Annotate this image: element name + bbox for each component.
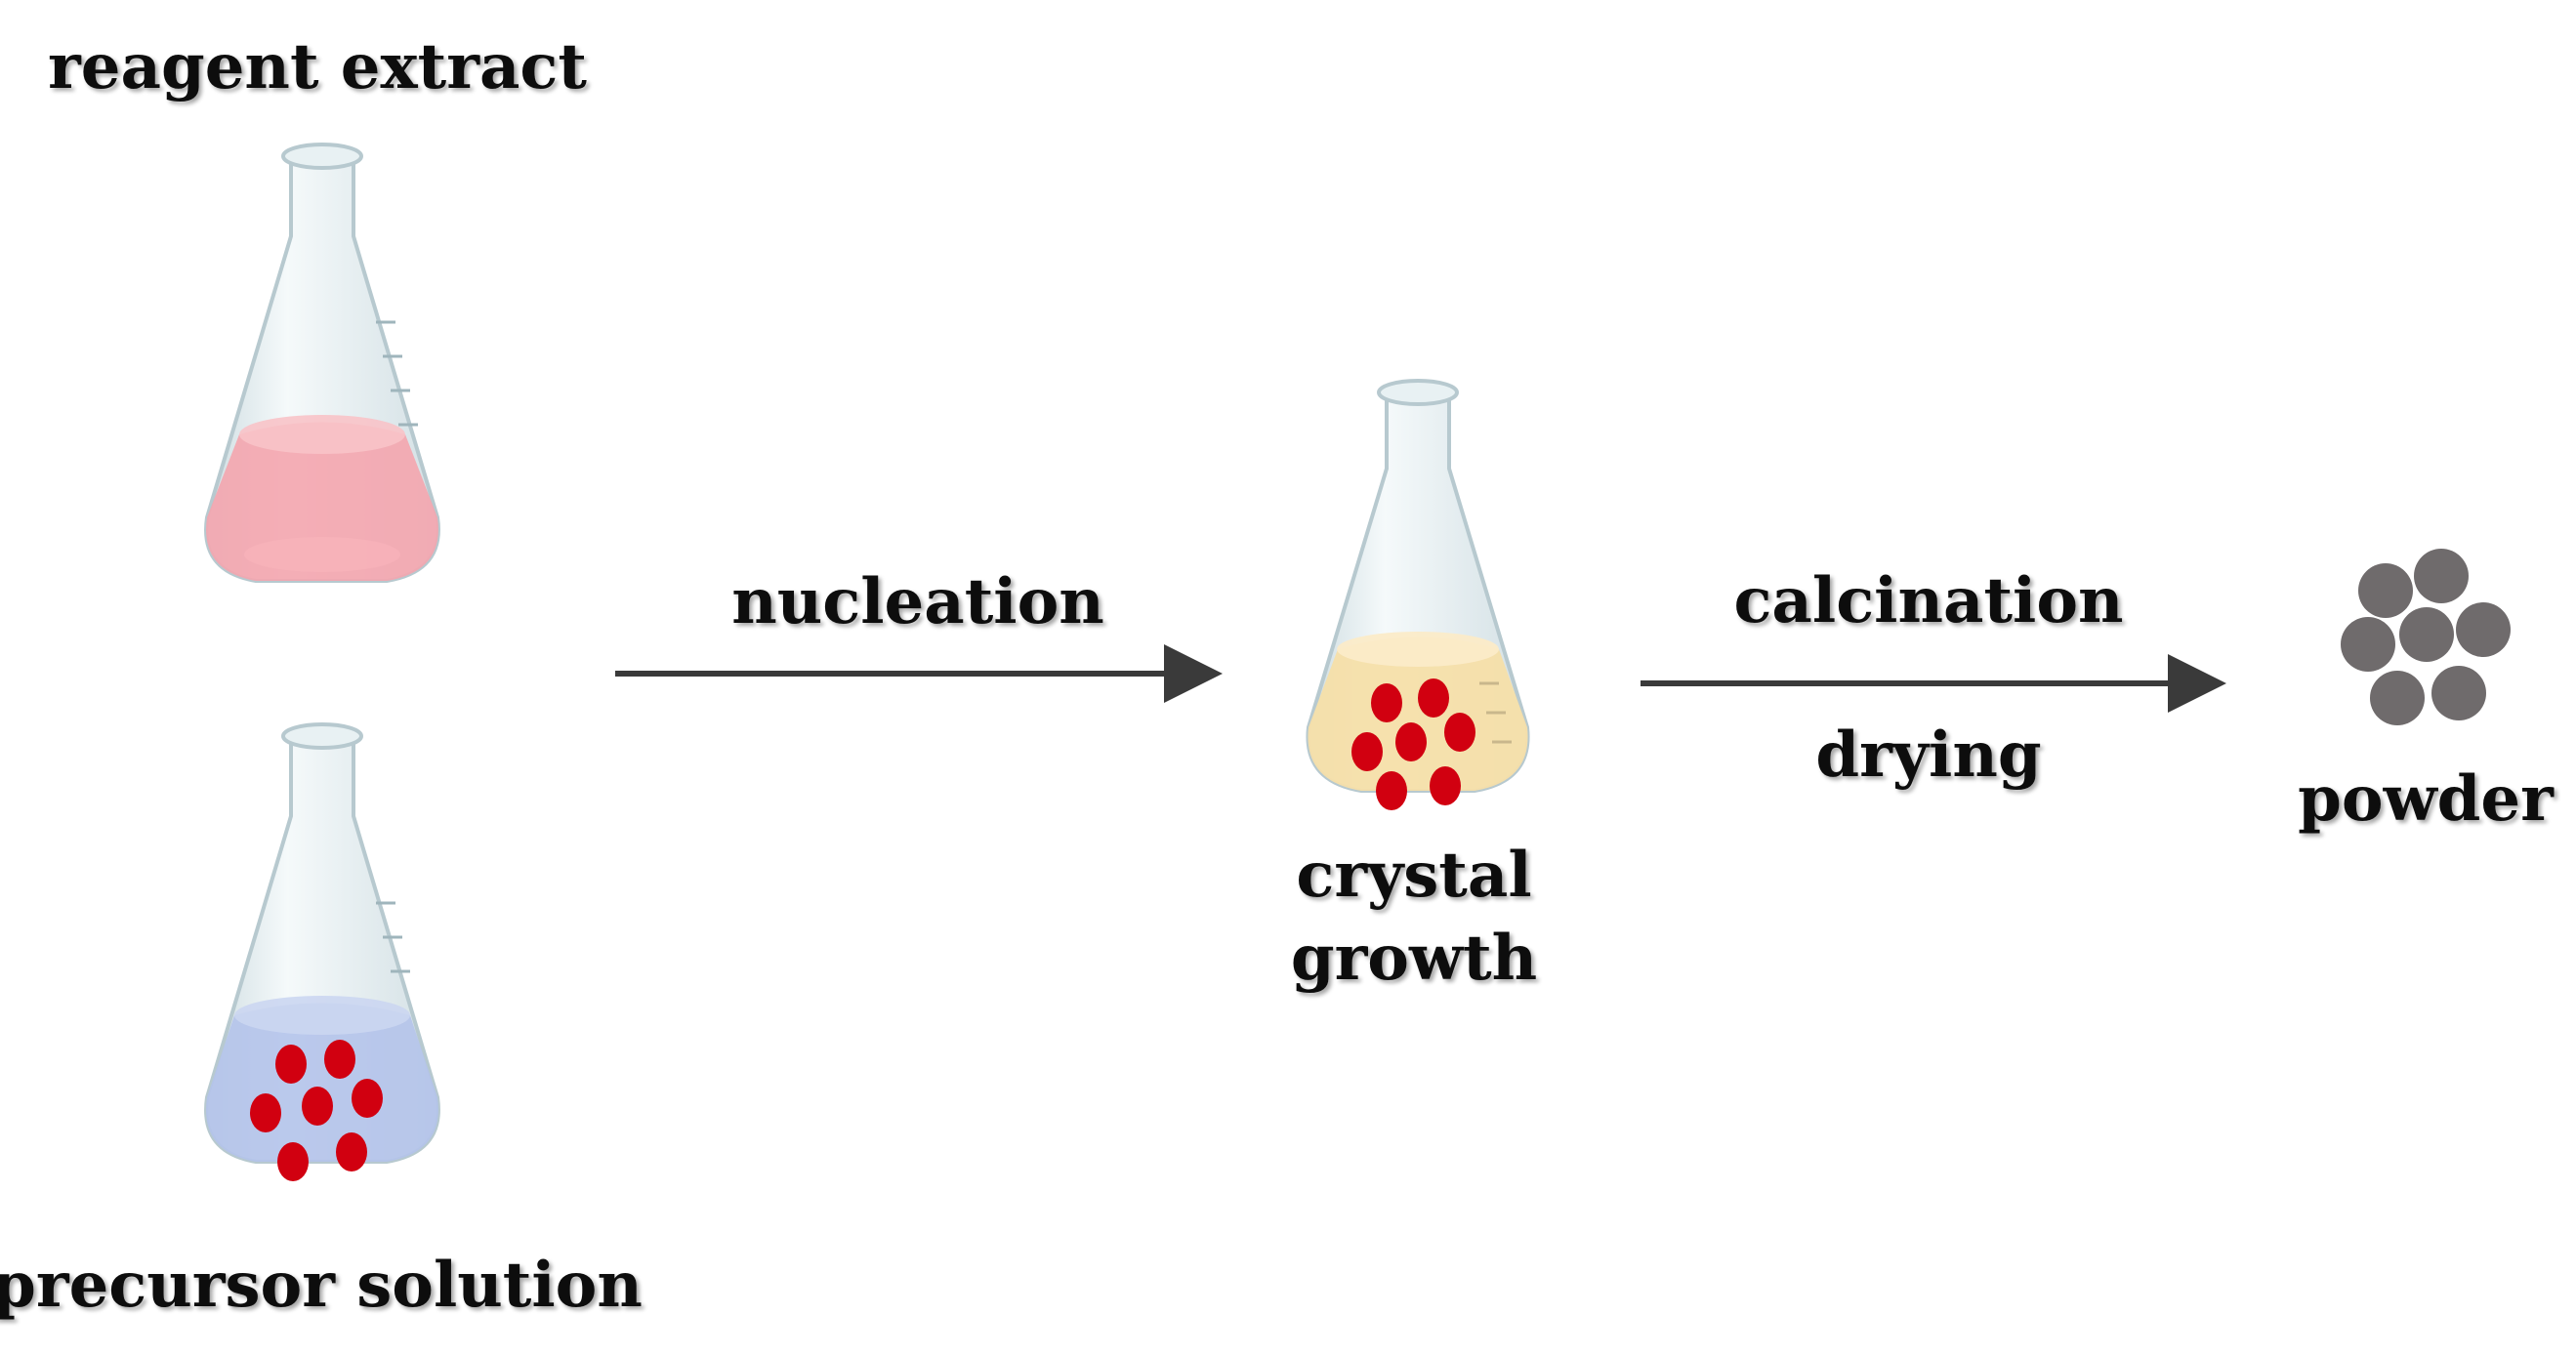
reagent-flask [204, 143, 440, 583]
crystal-growth-flask [1306, 379, 1530, 810]
precursor-solution-label: precursor solution [0, 1249, 643, 1322]
reagent-extract-label: reagent extract [48, 30, 587, 103]
drying-label: drying [1815, 719, 2041, 792]
crystal-particles [1351, 678, 1475, 810]
calcination-label: calcination [1733, 564, 2123, 637]
nucleation-label: nucleation [731, 565, 1104, 638]
powder-particles [2341, 549, 2511, 725]
precursor-particles [250, 1040, 383, 1181]
precursor-flask [204, 722, 440, 1181]
crystal-growth-label-line2: growth [1291, 922, 1537, 995]
powder-label: powder [2298, 762, 2555, 836]
reagent-liquid [206, 422, 438, 581]
crystal-growth-label-line1: crystal [1296, 839, 1531, 912]
